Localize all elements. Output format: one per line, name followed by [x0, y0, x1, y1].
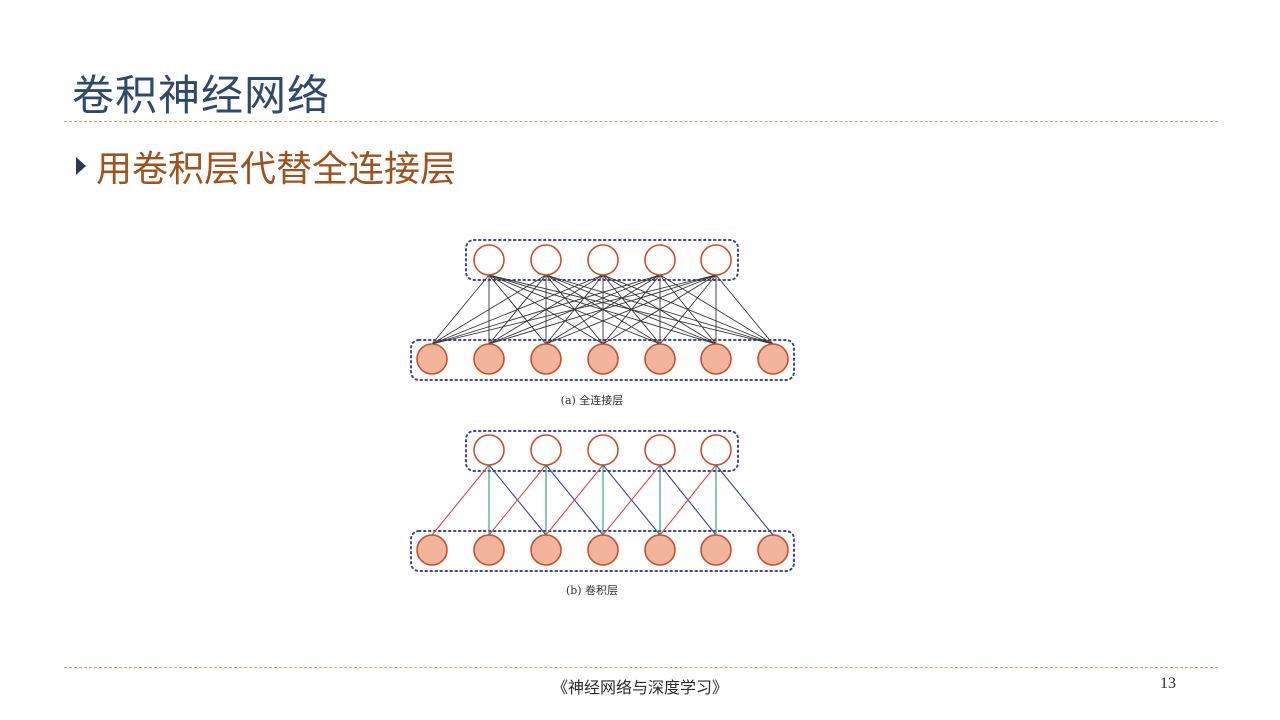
bullet-text: 用卷积层代替全连接层	[96, 149, 457, 190]
fc-edge-5-2	[488, 274, 717, 345]
conv-edge-5-right	[715, 464, 774, 536]
conv-upper-node-5	[700, 434, 732, 466]
title-divider	[64, 121, 1218, 122]
fc-lower-node-7	[757, 343, 789, 375]
fc-nodes	[416, 244, 789, 375]
fc-edge-3-1	[431, 274, 604, 345]
convolution-diagram: (b) 卷积层	[410, 430, 795, 597]
fc-upper-node-2	[530, 244, 562, 276]
page-number: 13	[1160, 675, 1176, 692]
bullet-triangle-icon	[76, 157, 86, 175]
fc-upper-node-5	[700, 244, 732, 276]
fc-upper-node-1	[473, 244, 505, 276]
conv-edge-5-left	[659, 464, 717, 536]
fc-caption: (a) 全连接层	[561, 393, 624, 407]
fc-lower-node-1	[416, 343, 448, 375]
fc-lower-node-3	[530, 343, 562, 375]
fc-lower-node-5	[644, 343, 676, 375]
fc-edge-1-1	[431, 274, 490, 345]
conv-edge-3-left	[545, 464, 604, 536]
conv-upper-node-1	[473, 434, 505, 466]
footer-divider	[64, 667, 1218, 668]
conv-lower-node-2	[473, 534, 505, 566]
fc-edge-4-1	[431, 274, 661, 345]
conv-lower-node-6	[700, 534, 732, 566]
fc-lower-layer-box	[410, 339, 795, 381]
fc-upper-node-3	[587, 244, 619, 276]
conv-lower-node-5	[644, 534, 676, 566]
fc-edges	[431, 274, 774, 345]
fc-edge-5-7	[715, 274, 774, 345]
conv-upper-layer-box	[465, 430, 739, 472]
fc-edge-2-1	[431, 274, 547, 345]
slide-title: 卷积神经网络	[72, 71, 331, 120]
conv-upper-node-4	[644, 434, 676, 466]
fc-edge-5-3	[545, 274, 717, 345]
conv-upper-node-2	[530, 434, 562, 466]
fc-edge-5-1	[431, 274, 717, 345]
fc-edge-4-7	[659, 274, 774, 345]
conv-edge-1-left	[431, 464, 490, 536]
conv-lower-node-7	[757, 534, 789, 566]
footer-book-title: 《神经网络与深度学习》	[551, 678, 728, 697]
conv-lower-node-4	[587, 534, 619, 566]
fc-edge-5-5	[659, 274, 717, 345]
conv-nodes	[416, 434, 789, 566]
fc-upper-node-4	[644, 244, 676, 276]
conv-edges	[431, 464, 774, 536]
conv-lower-node-3	[530, 534, 562, 566]
fully-connected-diagram: (a) 全连接层	[410, 239, 795, 407]
fc-lower-node-4	[587, 343, 619, 375]
conv-caption: (b) 卷积层	[566, 583, 618, 597]
conv-upper-node-3	[587, 434, 619, 466]
fc-edge-5-4	[602, 274, 717, 345]
conv-edge-2-left	[488, 464, 547, 536]
conv-lower-layer-box	[410, 530, 795, 572]
fc-lower-node-2	[473, 343, 505, 375]
conv-edge-4-left	[602, 464, 661, 536]
fc-upper-layer-box	[465, 239, 739, 281]
conv-lower-node-1	[416, 534, 448, 566]
fc-lower-node-6	[700, 343, 732, 375]
bullet-item: 用卷积层代替全连接层	[76, 140, 456, 192]
